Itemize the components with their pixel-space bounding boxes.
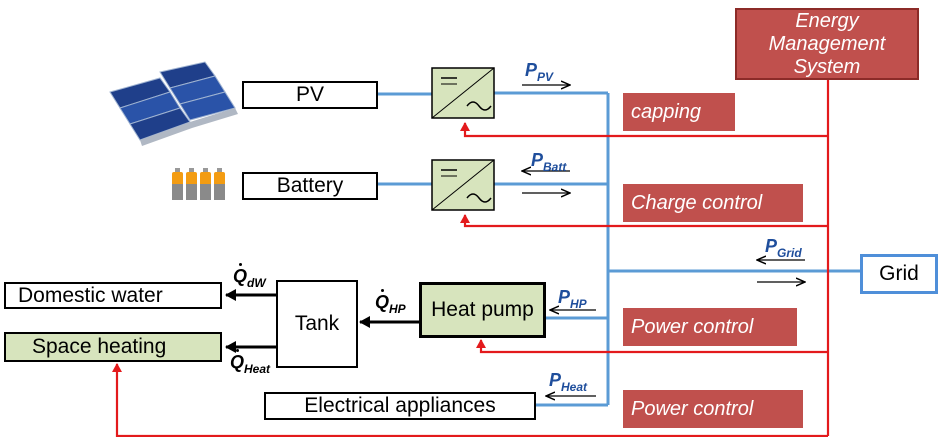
electrical-appliances-label: Electrical appliances [304,394,496,417]
p-pv-symbol: P [525,60,538,80]
p-hp-label: PHP [558,287,587,311]
appliances-power-control-box: Power control [623,390,803,428]
appliances-power-control-label: Power control [631,397,754,420]
flow-arrows [522,85,805,396]
heat-arrows [225,289,419,353]
space-heating-label: Space heating [32,335,167,358]
grid-box: Grid [860,254,938,294]
heat-pump-box: Heat pump [419,282,546,338]
p-hp-subscript: HP [570,297,587,311]
energy-management-system: Energy Management System [735,8,919,80]
control-lines [112,80,830,437]
p-heat-label: PHeat [549,370,588,394]
capping-box: capping [623,93,735,131]
p-pv-subscript: PV [537,70,554,84]
q-heat-symbol: Q [230,349,245,372]
heat-pump-power-control-box: Power control [623,308,797,346]
q-dw-label: QdW [233,263,266,290]
pv-box: PV [242,81,378,109]
charge-control-box: Charge control [623,184,803,222]
heat-pump-power-control-label: Power control [631,315,754,338]
q-hp-subscript: HP [389,302,406,316]
p-batt-label: PBatt [531,150,567,174]
tank-box: Tank [276,280,358,368]
space-heating-box: Space heating [4,332,222,362]
tank-label: Tank [294,312,340,335]
ems-line-2: Management [768,32,886,55]
ems-line-3: System [793,55,861,78]
ems-line-1: Energy [795,9,859,32]
capping-label: capping [631,100,702,123]
p-pv-label: PPV [525,60,554,84]
p-hp-symbol: P [558,287,571,307]
domestic-water-label: Domestic water [18,283,163,307]
p-grid-label: PGrid [765,236,802,260]
domestic-water-box: Domestic water [4,282,222,309]
inverter-icon [431,67,495,119]
q-hp-symbol: Q [375,289,390,312]
battery-cells-icon [172,168,225,200]
solar-panel-icon [109,61,238,146]
battery-box: Battery [242,172,378,200]
heat-pump-label: Heat pump [431,298,534,321]
p-batt-symbol: P [531,150,544,170]
q-hp-label: QHP [375,289,406,316]
p-grid-symbol: P [765,236,778,256]
charge-control-label: Charge control [631,191,763,214]
p-heat-subscript: Heat [561,380,588,394]
battery-label: Battery [276,174,344,197]
inverter-icon [431,159,495,211]
q-dw-symbol: Q [233,263,248,286]
p-batt-subscript: Batt [543,160,567,174]
q-heat-label: QHeat [230,349,271,376]
p-grid-subscript: Grid [777,246,802,260]
electrical-appliances-box: Electrical appliances [264,392,536,420]
q-heat-subscript: Heat [244,362,271,376]
p-heat-symbol: P [549,370,562,390]
q-dw-subscript: dW [247,276,266,290]
pv-label: PV [295,83,324,106]
grid-label: Grid [879,262,919,285]
